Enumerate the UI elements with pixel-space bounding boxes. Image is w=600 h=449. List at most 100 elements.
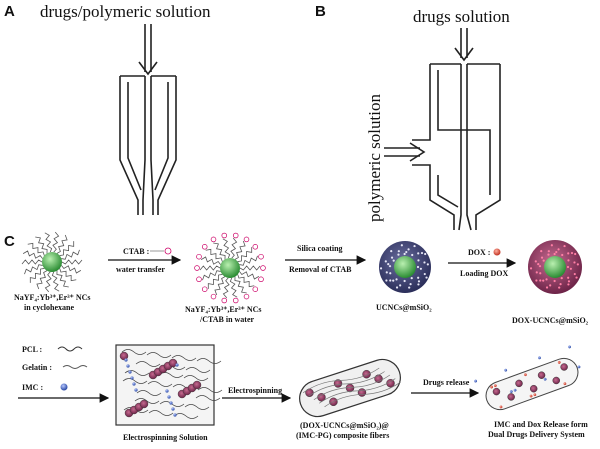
step2-label-bottom: Removal of CTAB bbox=[289, 265, 352, 274]
ucnc-core bbox=[394, 256, 416, 278]
fiber-strand bbox=[313, 374, 391, 401]
fiber-strand bbox=[308, 371, 385, 397]
pore bbox=[397, 250, 400, 253]
released-drug bbox=[493, 384, 497, 388]
pore bbox=[389, 272, 392, 275]
release-label-2: Dual Drugs Delivery System bbox=[488, 430, 585, 439]
step3-label-bottom: Loading DOX bbox=[460, 269, 508, 278]
fiber-strand bbox=[319, 378, 396, 404]
pore bbox=[559, 283, 562, 286]
ctab-head bbox=[194, 265, 200, 271]
pore bbox=[419, 267, 422, 270]
dox-particle bbox=[119, 351, 129, 361]
ctab-head bbox=[210, 293, 217, 300]
pore bbox=[390, 256, 394, 259]
imc-particle bbox=[167, 395, 171, 399]
pore bbox=[550, 244, 553, 247]
released-drug bbox=[529, 394, 533, 398]
ligand-strand bbox=[205, 248, 223, 262]
panel-b-body-left-top bbox=[412, 64, 431, 141]
pore bbox=[549, 284, 552, 287]
pore bbox=[573, 272, 576, 276]
pore bbox=[379, 267, 383, 270]
pore bbox=[395, 286, 399, 289]
imc-particle bbox=[130, 376, 134, 380]
pore bbox=[547, 250, 550, 253]
pore bbox=[403, 279, 406, 283]
pore bbox=[403, 252, 406, 256]
pore bbox=[417, 283, 420, 286]
imc-particle bbox=[128, 370, 132, 374]
ucncs-msio2-particle bbox=[379, 241, 431, 293]
panel-a-nozzle-wall-right bbox=[154, 82, 169, 191]
released-drug bbox=[538, 356, 541, 360]
polymer-strand bbox=[171, 355, 197, 361]
release-particle bbox=[552, 376, 560, 385]
pore bbox=[410, 277, 413, 280]
ligand-strand bbox=[61, 249, 80, 260]
ligand-strand bbox=[199, 265, 221, 271]
panel-a-nozzle-outer-left bbox=[119, 76, 139, 215]
polymer-strand bbox=[173, 413, 199, 419]
imc-molecule-icon bbox=[60, 383, 68, 391]
dox-particle bbox=[192, 380, 202, 390]
polymer-strand bbox=[147, 381, 173, 387]
ctab-head bbox=[252, 244, 259, 250]
pore bbox=[423, 261, 426, 264]
imc-particle bbox=[126, 364, 130, 368]
ligand-strand bbox=[22, 250, 43, 259]
pore bbox=[557, 248, 560, 251]
panel-b-body-right bbox=[475, 64, 501, 230]
ucncs-label: UCNCs@mSiO₂ bbox=[376, 303, 432, 312]
ligand-strand bbox=[56, 270, 69, 288]
polymer-strand bbox=[195, 395, 221, 401]
ctab-head bbox=[243, 293, 250, 300]
pore bbox=[407, 248, 410, 251]
fiber-particle bbox=[333, 379, 343, 388]
polymer-strand bbox=[185, 367, 211, 373]
nc-ctab-label-1: NaYF₄:Yb³⁺,Er³⁺ NCs bbox=[185, 305, 262, 314]
pore bbox=[417, 259, 420, 262]
ctab-head bbox=[196, 253, 202, 260]
pore bbox=[574, 252, 577, 256]
pore bbox=[392, 259, 395, 262]
pore bbox=[397, 253, 400, 256]
pore bbox=[547, 253, 550, 256]
pore bbox=[417, 276, 420, 279]
pore bbox=[417, 252, 420, 255]
ligand-strand bbox=[202, 270, 221, 281]
panel-a-arrow-icon bbox=[138, 61, 158, 76]
pore bbox=[567, 283, 570, 286]
ligand-strand bbox=[213, 242, 226, 260]
polymer-strand bbox=[146, 352, 172, 358]
ligand-strand bbox=[230, 237, 238, 259]
release-label-1: IMC and Dox Release form bbox=[494, 420, 588, 429]
released-drug bbox=[499, 405, 503, 409]
ctab-head bbox=[210, 236, 217, 243]
legend: PCL : Gelatin : IMC : bbox=[22, 345, 88, 392]
imc-particle bbox=[132, 382, 136, 386]
pore bbox=[387, 263, 390, 266]
pore bbox=[575, 276, 578, 279]
legend-imc-label: IMC : bbox=[22, 383, 43, 392]
pore bbox=[395, 278, 398, 281]
release-particle bbox=[560, 363, 568, 371]
pore bbox=[425, 276, 428, 279]
released-drug bbox=[577, 365, 581, 369]
released-drug bbox=[513, 388, 517, 392]
polymer-strand bbox=[184, 404, 210, 410]
ctab-head bbox=[221, 232, 228, 239]
imc-particle bbox=[165, 389, 169, 393]
ligand-strand bbox=[234, 276, 247, 294]
pore bbox=[416, 265, 420, 269]
pore bbox=[413, 244, 416, 248]
panel-a-letter: A bbox=[4, 3, 15, 20]
released-drug bbox=[490, 385, 493, 389]
pore bbox=[405, 250, 408, 254]
polymer-strand bbox=[124, 370, 150, 376]
panel-b-sheath-b bbox=[437, 175, 459, 208]
fiber-strand bbox=[302, 367, 380, 393]
pore bbox=[535, 279, 538, 282]
pore bbox=[555, 250, 558, 254]
fiber-particle bbox=[345, 383, 355, 393]
